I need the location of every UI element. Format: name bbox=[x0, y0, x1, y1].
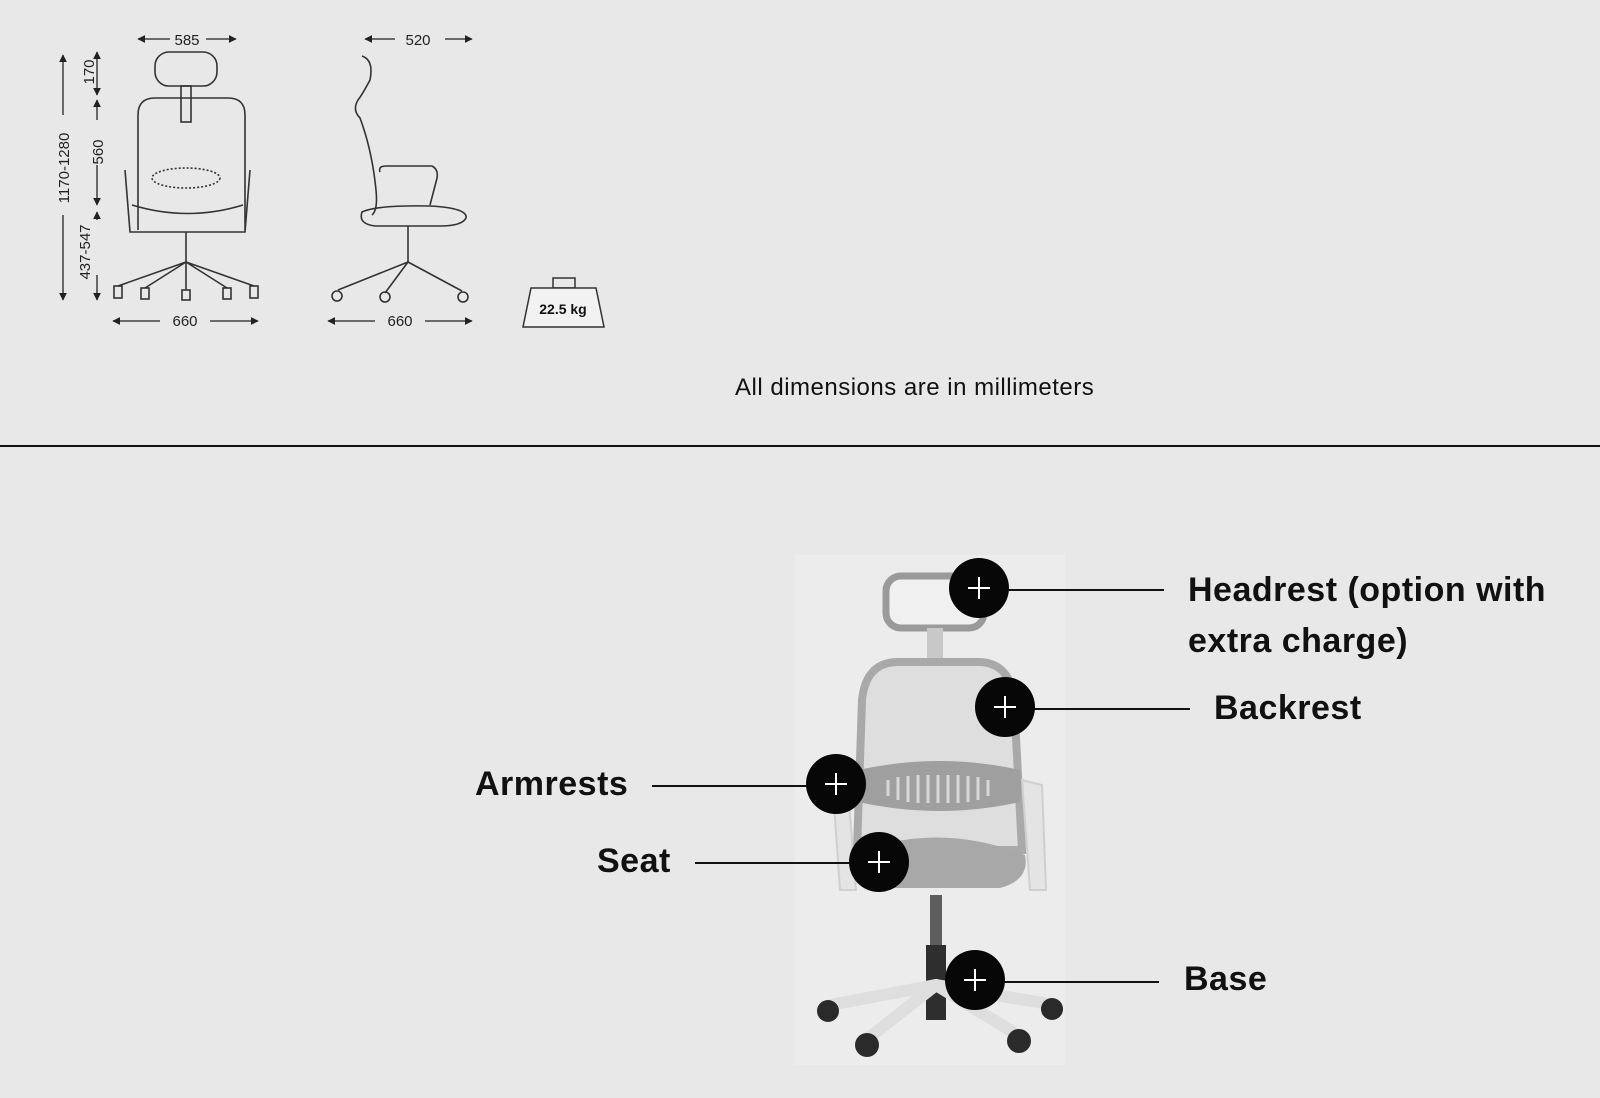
seat-height-label: 437-547 bbox=[77, 224, 94, 279]
front-base-label: 660 bbox=[172, 313, 197, 330]
base-hotspot-button[interactable] bbox=[945, 950, 1005, 1010]
seat-hotspot-button[interactable] bbox=[849, 832, 909, 892]
backrest-leader-line bbox=[1034, 708, 1190, 710]
units-note: All dimensions are in millimeters bbox=[735, 374, 1095, 401]
weight-icon: 22.5 kg bbox=[522, 277, 605, 328]
total-height-label: 1170-1280 bbox=[56, 133, 73, 204]
armrests-label[interactable]: Armrests bbox=[475, 765, 629, 803]
seat-leader-line bbox=[695, 862, 855, 864]
armrests-hotspot-button[interactable] bbox=[806, 754, 866, 814]
headrest-label[interactable]: Headrest (option with extra charge) bbox=[1188, 565, 1546, 667]
dimension-drawings: 585 520 170 560 1170-1280 437-547 660 66… bbox=[56, 32, 605, 330]
base-leader-line bbox=[1004, 981, 1159, 983]
backrest-label[interactable]: Backrest bbox=[1214, 689, 1362, 727]
headrest-label-line2: extra charge) bbox=[1188, 622, 1409, 660]
chair-side-view-drawing bbox=[331, 55, 469, 303]
chair-front-view-drawing bbox=[113, 51, 259, 301]
armrests-leader-line bbox=[652, 785, 812, 787]
backrest-height-label: 560 bbox=[90, 139, 107, 164]
weight-label: 22.5 kg bbox=[539, 301, 586, 317]
front-width-label: 585 bbox=[174, 32, 199, 49]
section-divider bbox=[0, 445, 1600, 447]
base-label[interactable]: Base bbox=[1184, 960, 1268, 998]
side-depth-label: 520 bbox=[405, 32, 430, 49]
headrest-hotspot-button[interactable] bbox=[949, 558, 1009, 618]
side-base-label: 660 bbox=[387, 313, 412, 330]
seat-label[interactable]: Seat bbox=[597, 842, 671, 880]
headrest-label-line1: Headrest (option with bbox=[1188, 571, 1547, 609]
headrest-leader-line bbox=[1007, 589, 1164, 591]
headrest-height-label: 170 bbox=[81, 59, 98, 84]
backrest-hotspot-button[interactable] bbox=[975, 677, 1035, 737]
